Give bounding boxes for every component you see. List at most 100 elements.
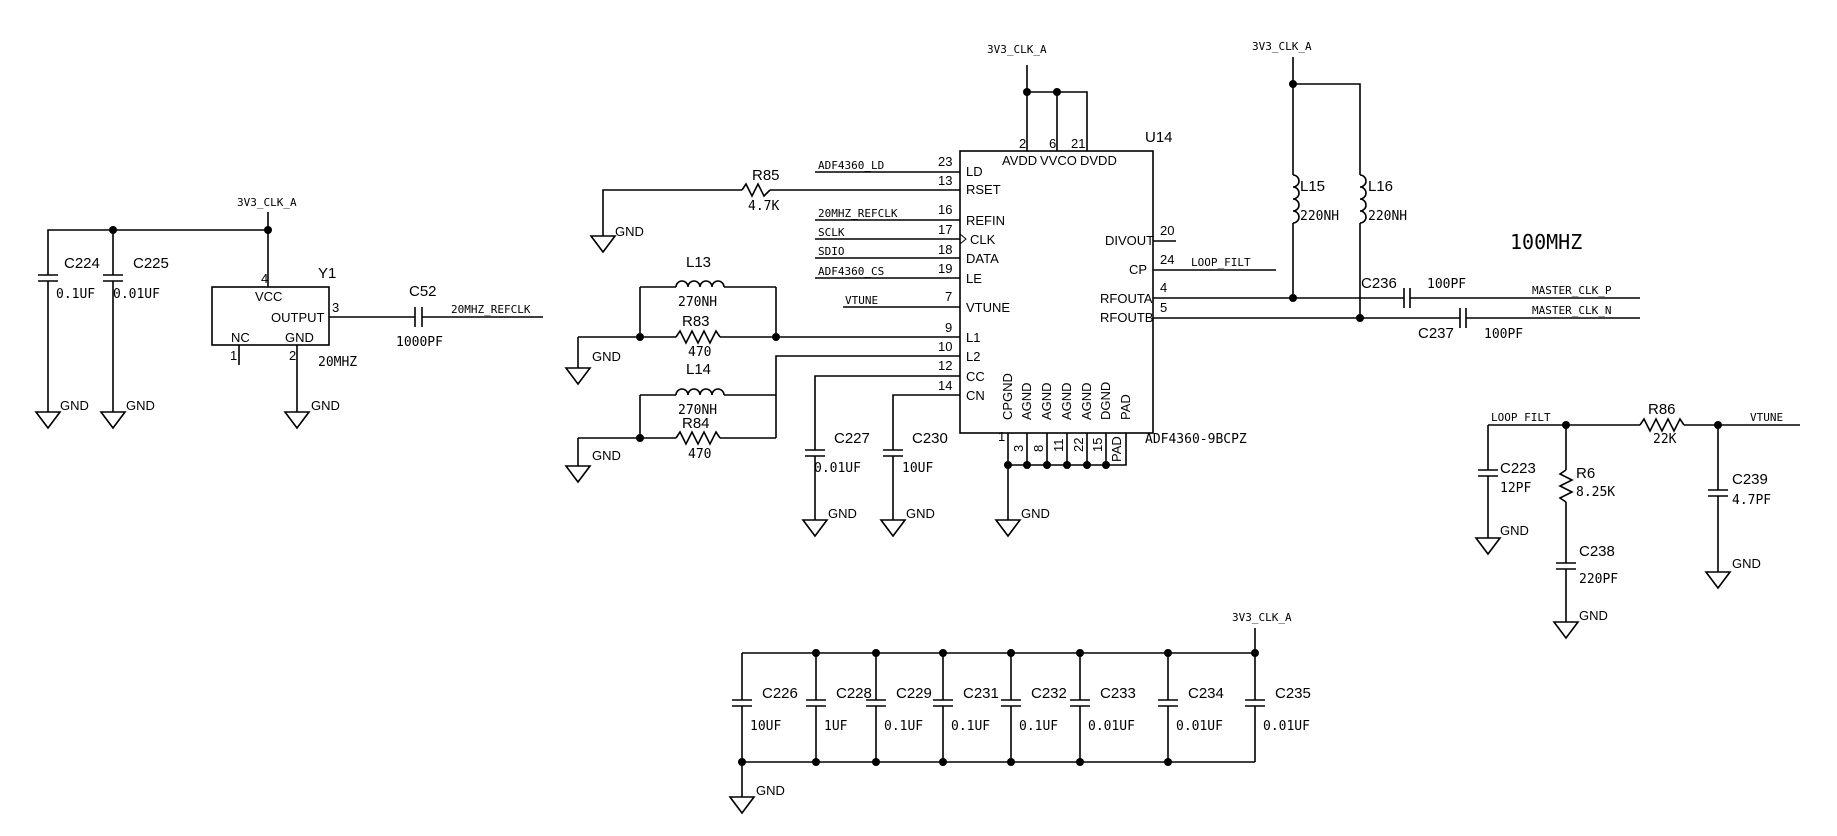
junction [939,649,947,657]
bank-cap-ref: C231 [963,685,999,702]
bank-cap-ref: C228 [836,685,872,702]
u14-rfoutb-label: RFOUTB [1100,310,1153,325]
r84-body [675,430,721,446]
r84-ref: R84 [682,415,710,432]
junction [1164,649,1172,657]
junction [1004,461,1012,469]
net-label-ld: ADF4360_LD [818,159,884,172]
junction [1083,461,1091,469]
gnd-symbol [564,367,592,386]
gnd-symbol [589,235,617,254]
c238-ref: C238 [1579,543,1615,560]
u14-pin-24-num: 24 [1160,252,1174,267]
pll-section: U14 ADF4360-9BCPZ 3V3_CLK_A 2 6 21 AVDD … [564,40,1640,538]
junction [1289,80,1297,88]
u14-pin-13-num: 13 [938,173,952,188]
l14-ref: L14 [686,361,711,378]
gnd-symbol [1704,571,1732,590]
u14-cpgnd-label: CPGND [1000,373,1015,420]
u14-cc-label: CC [966,369,985,384]
u14-pin-pad-num: PAD [1109,436,1124,462]
u14-avdd-label: AVDD [1002,153,1037,168]
wire-dvdd [1027,91,1088,151]
c52-ref: C52 [409,283,437,300]
u14-pin-10-num: 10 [938,339,952,354]
r6-value: 8.25K [1576,485,1615,500]
y1-pin-vcc-num: 4 [261,271,268,286]
u14-agnd-label: AGND [1019,382,1034,420]
gnd-label: GND [1021,506,1050,521]
gnd-symbol [283,411,311,430]
net-label-vtune-u14: VTUNE [845,294,878,307]
gnd-symbol [879,519,907,538]
gnd-label: GND [60,398,89,413]
u14-pin-17-num: 17 [938,222,952,237]
u14-pin-cc-wire [814,375,960,450]
bank-cap-ref: C233 [1100,685,1136,702]
u14-agnd-label: AGND [1039,382,1054,420]
u14-refin-label: REFIN [966,213,1005,228]
gnd-label: GND [906,506,935,521]
net-label-3v3-y1: 3V3_CLK_A [237,196,297,209]
u14-rset-label: RSET [966,182,1001,197]
bank-cap-value: 0.1UF [951,719,990,734]
junction [812,649,820,657]
c230-ref: C230 [912,430,948,447]
l15-ref: L15 [1300,178,1325,195]
u14-pin-18-num: 18 [938,242,952,257]
junction [1076,649,1084,657]
r86-value: 22K [1653,432,1677,447]
junction [1289,294,1297,302]
gnd-label: GND [1732,556,1761,571]
c223-value: 12PF [1500,481,1531,496]
bank-cap-value: 0.1UF [1019,719,1058,734]
junction [1023,461,1031,469]
u14-agnd-label: AGND [1059,382,1074,420]
wire-3v3-y1 [47,212,269,275]
r85-body [741,182,771,198]
net-label-refclk-in: 20MHZ_REFCLK [818,207,898,220]
c239-ref: C239 [1732,471,1768,488]
junction [1053,88,1061,96]
net-label-3v3-bank: 3V3_CLK_A [1232,611,1292,624]
l16-body [1359,174,1367,224]
u14-pad-box [1105,432,1127,466]
u14-left-pins: 23 LD ADF4360_LD 13 RSET 16 REFIN 20MHZ_… [770,154,1010,450]
u14-cn-label: CN [966,388,985,403]
u14-bottom-pins: 1 3 8 11 22 15 PAD CPGND AGND AGND AGND … [994,373,1133,538]
l14-body [675,388,725,396]
junction [264,226,272,234]
u14-pin-3-num: 3 [1011,445,1026,452]
r83-body [675,329,721,345]
c230-value: 10UF [902,461,933,476]
r85-value: 4.7K [748,199,779,214]
junction [939,758,947,766]
gnd-symbol [99,411,127,430]
l15-body [1292,174,1300,224]
r6-body [1558,469,1574,503]
gnd-label: GND [592,349,621,364]
y1-pin-gnd-num: 2 [289,348,296,363]
c225-ref: C225 [133,255,169,272]
junction [772,333,780,341]
y1-pin-output-num: 3 [332,300,339,315]
u14-pin-cn-wire [892,394,960,450]
junction [872,649,880,657]
y1-body [211,286,330,346]
gnd-symbol [1552,621,1580,640]
l14-value: 270NH [678,403,717,418]
gnd-symbol [728,796,756,815]
u14-ld-label: LD [966,164,983,179]
c52-value: 1000PF [396,335,443,350]
junction [636,434,644,442]
u14-pad-label: PAD [1118,394,1133,420]
bank-cap-ref: C226 [762,685,798,702]
gnd-symbol [994,519,1022,538]
junction [109,226,117,234]
u14-pin-16-num: 16 [938,202,952,217]
r83-value: 470 [688,345,711,360]
l13-ref: L13 [686,254,711,271]
u14-pin-4-num: 4 [1160,280,1167,295]
net-label-vtune-lf: VTUNE [1750,411,1783,424]
